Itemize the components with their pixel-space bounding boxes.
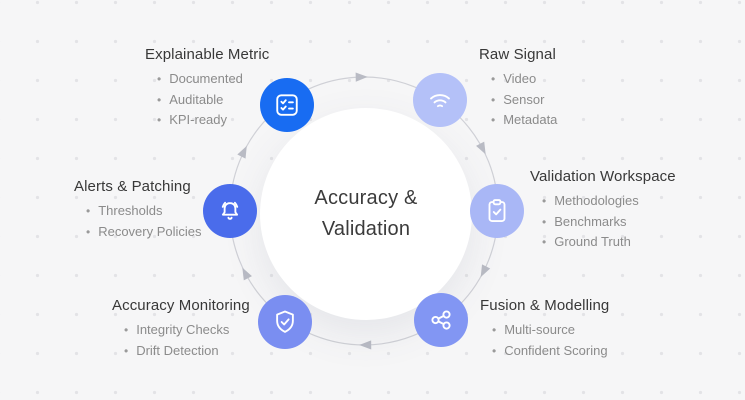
center-circle: Accuracy & Validation [260,108,472,320]
list-item-text: Drift Detection [136,342,219,358]
node-title: Fusion & Modelling [480,297,610,314]
list-item: • Benchmarks [542,212,676,233]
bullet-icon: • [542,214,547,229]
node-title: Validation Workspace [530,168,676,185]
list-item-text: Metadata [503,112,558,127]
list-item-text: KPI-ready [169,112,228,127]
node-item-list: • Documented • Auditable • KPI-ready [145,69,269,131]
list-item-text: Multi-source [504,322,575,337]
bullet-icon: • [157,72,162,86]
list-item-text: Ground Truth [554,234,631,249]
clipboard-check-icon [488,199,506,222]
list-item: • Drift Detection [124,341,250,362]
node-fusion-modelling [414,293,468,347]
list-item: • Video [491,69,557,90]
node-alerts-patching [203,184,257,238]
list-item-text: Thresholds [98,203,163,218]
diagram-title-line1: Accuracy & [314,187,418,209]
bullet-icon: • [542,235,547,249]
list-item-text: Benchmarks [554,213,627,229]
checklist-icon [276,94,298,116]
wifi-signal-icon [430,94,450,108]
node-item-list: • Thresholds • Recovery Policies [74,201,202,242]
bullet-icon: • [491,92,496,107]
node-item-list: • Video • Sensor • Metadata [479,69,557,131]
list-item-text: Documented [169,71,243,86]
list-item: • Metadata [491,110,557,131]
bullet-icon: • [542,194,547,208]
node-title: Accuracy Monitoring [112,297,250,314]
list-item: • Recovery Policies [86,222,202,243]
shield-check-icon [276,310,294,333]
label-accuracy-monitoring: Accuracy Monitoring • Integrity Checks • D… [112,297,250,361]
node-explainable-metric [260,78,314,132]
list-item: • Ground Truth [542,232,676,253]
node-item-list: • Multi-source • Confident Scoring [480,320,609,361]
node-validation-workspace [470,184,524,238]
bullet-icon: • [492,323,497,337]
arrowhead-icon [480,264,491,278]
node-raw-signal [413,73,467,127]
bullet-icon: • [157,113,162,127]
list-item-text: Confident Scoring [504,342,608,358]
list-item: • KPI-ready [157,110,269,131]
share-network-icon [431,310,451,330]
list-item-text: Integrity Checks [136,322,230,337]
bullet-icon: • [124,323,129,337]
bullet-icon: • [491,113,496,127]
bullet-icon: • [124,343,129,358]
label-alerts-patching: Alerts & Patching • Thresholds • Recovery … [74,178,202,242]
bullet-icon: • [86,224,91,239]
list-item: • Confident Scoring [492,341,609,362]
label-raw-signal: Raw Signal • Video • Sensor • Metadata [479,46,557,131]
list-item-text: Video [503,71,537,86]
list-item: • Methodologies [542,191,676,212]
arrowhead-icon [242,267,252,281]
bullet-icon: • [491,72,496,86]
list-item: • Auditable [157,90,269,111]
label-fusion-modelling: Fusion & Modelling • Multi-source • Confid… [480,297,609,361]
list-item-text: Methodologies [554,193,639,208]
arrowhead-icon [476,141,486,155]
label-explainable-metric: Explainable Metric • Documented • Auditabl… [145,46,269,131]
arrowhead-icon [355,72,368,82]
node-item-list: • Methodologies • Benchmarks • Ground Truth [530,191,676,253]
bullet-icon: • [86,204,91,218]
arrowhead-icon [359,340,372,350]
list-item-text: Recovery Policies [98,223,202,239]
arrowhead-icon [237,145,247,159]
list-item: • Documented [157,69,269,90]
node-title: Explainable Metric [145,46,270,63]
node-title: Raw Signal [479,46,556,63]
bullet-icon: • [157,92,162,107]
bell-icon [221,201,239,220]
node-title: Alerts & Patching [74,178,191,195]
list-item-text: Sensor [503,91,545,107]
list-item: • Integrity Checks [124,320,250,341]
list-item: • Sensor [491,90,557,111]
diagram-title: Accuracy & Validation [314,183,417,245]
label-validation-workspace: Validation Workspace • Methodologies • Ben… [530,168,676,253]
list-item-text: Auditable [169,91,224,107]
node-item-list: • Integrity Checks • Drift Detection [112,320,250,361]
bullet-icon: • [492,343,497,358]
diagram-title-line2: Validation [321,218,411,240]
list-item: • Multi-source [492,320,609,341]
list-item: • Thresholds [86,201,202,222]
node-accuracy-monitoring [258,295,312,349]
